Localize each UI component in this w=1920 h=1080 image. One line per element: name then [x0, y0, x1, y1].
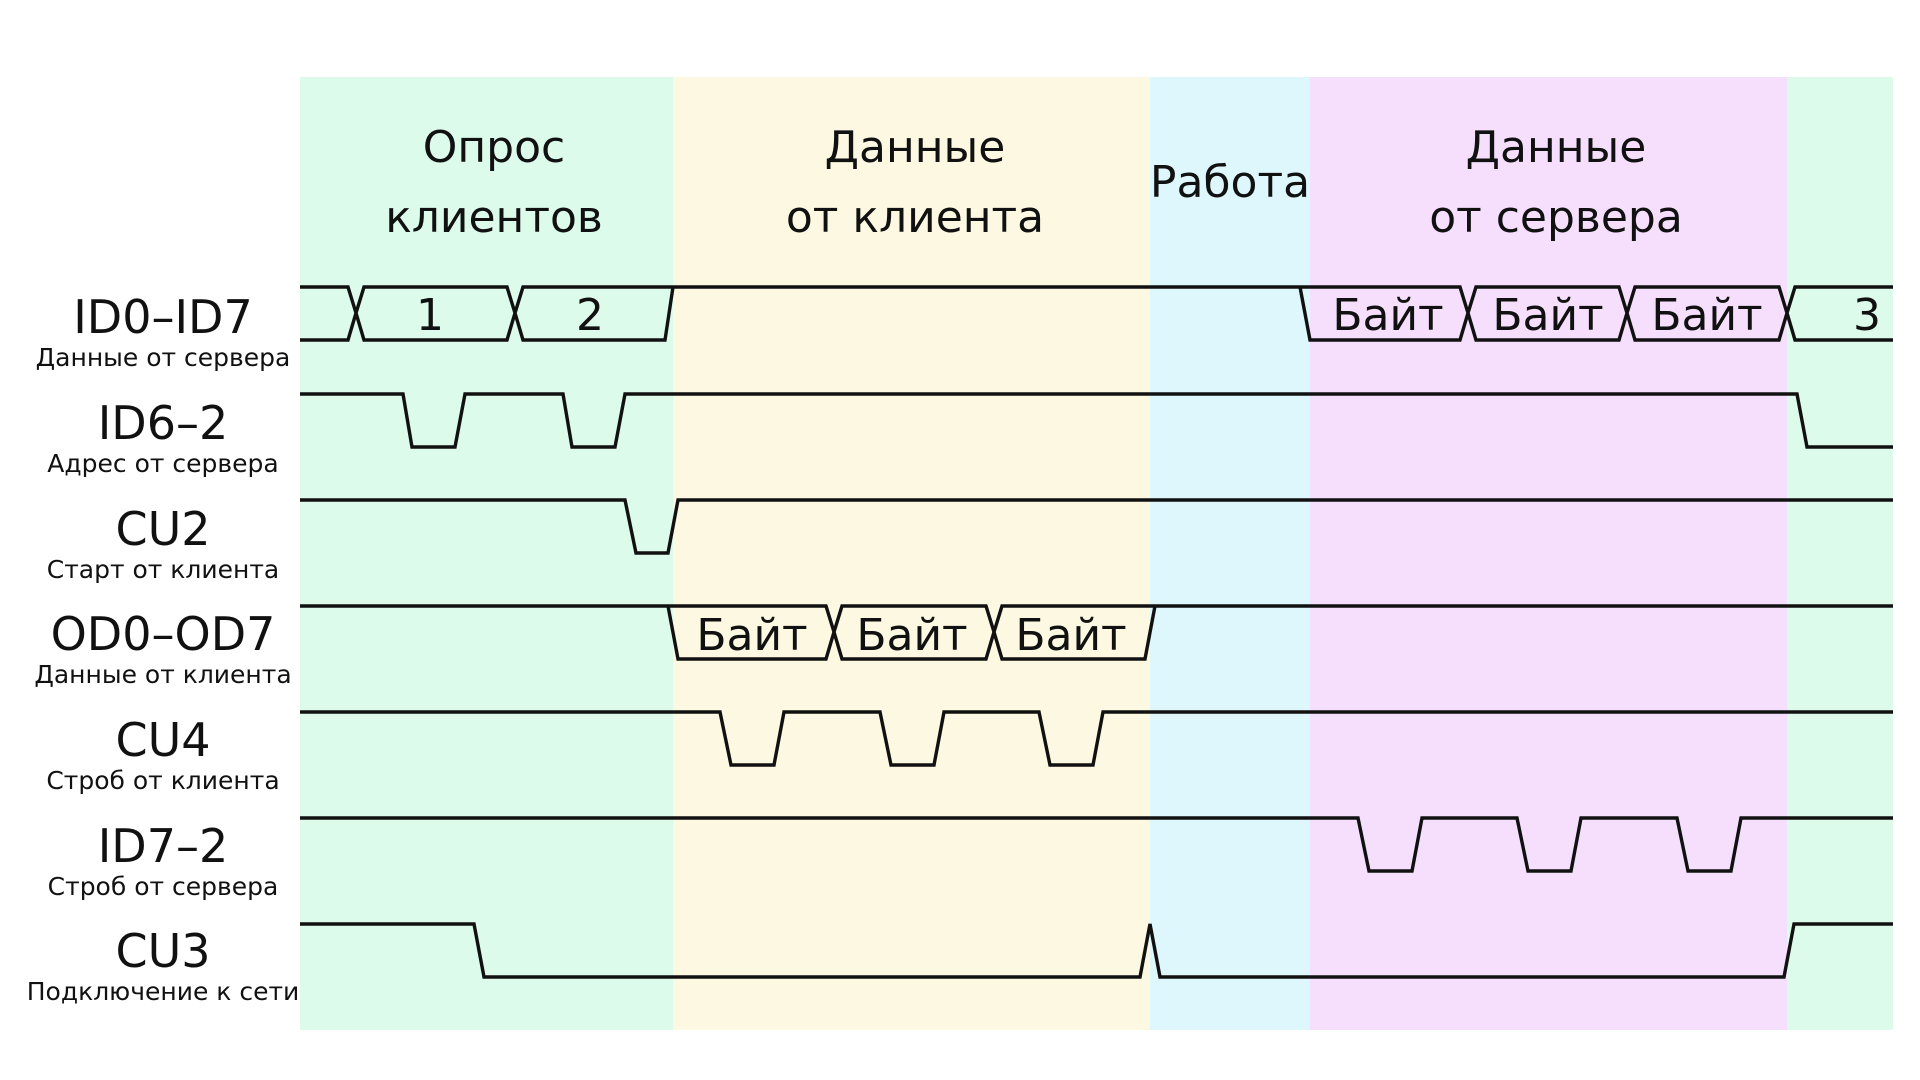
phase-title-polling-line1: Опрос [423, 122, 565, 173]
phase-title-polling-line2: клиентов [385, 192, 603, 243]
bus-value-2: 2 [576, 290, 604, 341]
phase-band-work [1150, 77, 1310, 1030]
signal-name-cu2: CU2 [115, 502, 210, 556]
phase-title-server-data-line2: от сервера [1429, 192, 1683, 243]
bus-line-od0-od7 [300, 604, 1893, 661]
signal-name-id6-2: ID6–2 [98, 396, 229, 450]
bus-value-server-byte-2: Байт [1492, 290, 1603, 341]
waveform-cu3 [300, 922, 1893, 979]
bus-value-server-byte-1: Байт [1332, 290, 1443, 341]
waveform-od0-od7: Байт Байт Байт [300, 604, 1893, 661]
phase-title-client-data-line1: Данные [825, 122, 1006, 173]
signal-desc-id6-2: Адрес от сервера [47, 449, 278, 478]
signal-name-cu3: CU3 [115, 924, 210, 978]
signal-desc-id7-2: Строб от сервера [48, 872, 279, 901]
signal-desc-od0-od7: Данные от клиента [34, 660, 291, 689]
signal-labels: ID0–ID7 Данные от сервера ID6–2 Адрес от… [27, 290, 300, 1006]
phase-band-tail [1787, 77, 1893, 1030]
signal-desc-cu3: Подключение к сети [27, 977, 300, 1006]
bus-value-client-byte-3: Байт [1015, 610, 1126, 661]
waveform-cu2 [300, 498, 1893, 555]
signal-name-od0-od7: OD0–OD7 [51, 607, 276, 661]
phase-title-server-data-line1: Данные [1466, 122, 1647, 173]
phase-title-work: Работа [1150, 157, 1310, 208]
bus-value-3: 3 [1853, 290, 1881, 341]
bus-value-1: 1 [416, 290, 444, 341]
signal-name-cu4: CU4 [115, 713, 210, 767]
signal-name-id0-id7: ID0–ID7 [73, 290, 253, 344]
signal-desc-id0-id7: Данные от сервера [36, 343, 291, 372]
waveform-id6-2 [300, 392, 1893, 449]
signal-desc-cu2: Старт от клиента [47, 555, 279, 584]
waveform-id0-id7: 1 2 Байт Байт Байт 3 [300, 285, 1893, 342]
bus-value-client-byte-2: Байт [856, 610, 967, 661]
phase-band-polling [300, 77, 673, 1030]
signal-desc-cu4: Строб от клиента [46, 766, 279, 795]
bus-value-client-byte-1: Байт [696, 610, 807, 661]
phase-titles: Опрос клиентов Данные от клиента Работа … [385, 122, 1683, 243]
signal-name-id7-2: ID7–2 [98, 819, 229, 873]
bus-line-id0-id7 [300, 285, 1893, 342]
bus-value-server-byte-3: Байт [1651, 290, 1762, 341]
phase-band-client-data [673, 77, 1150, 1030]
waveform-cu4 [300, 710, 1893, 767]
waveform-id7-2 [300, 816, 1893, 873]
phase-title-client-data-line2: от клиента [786, 192, 1044, 243]
